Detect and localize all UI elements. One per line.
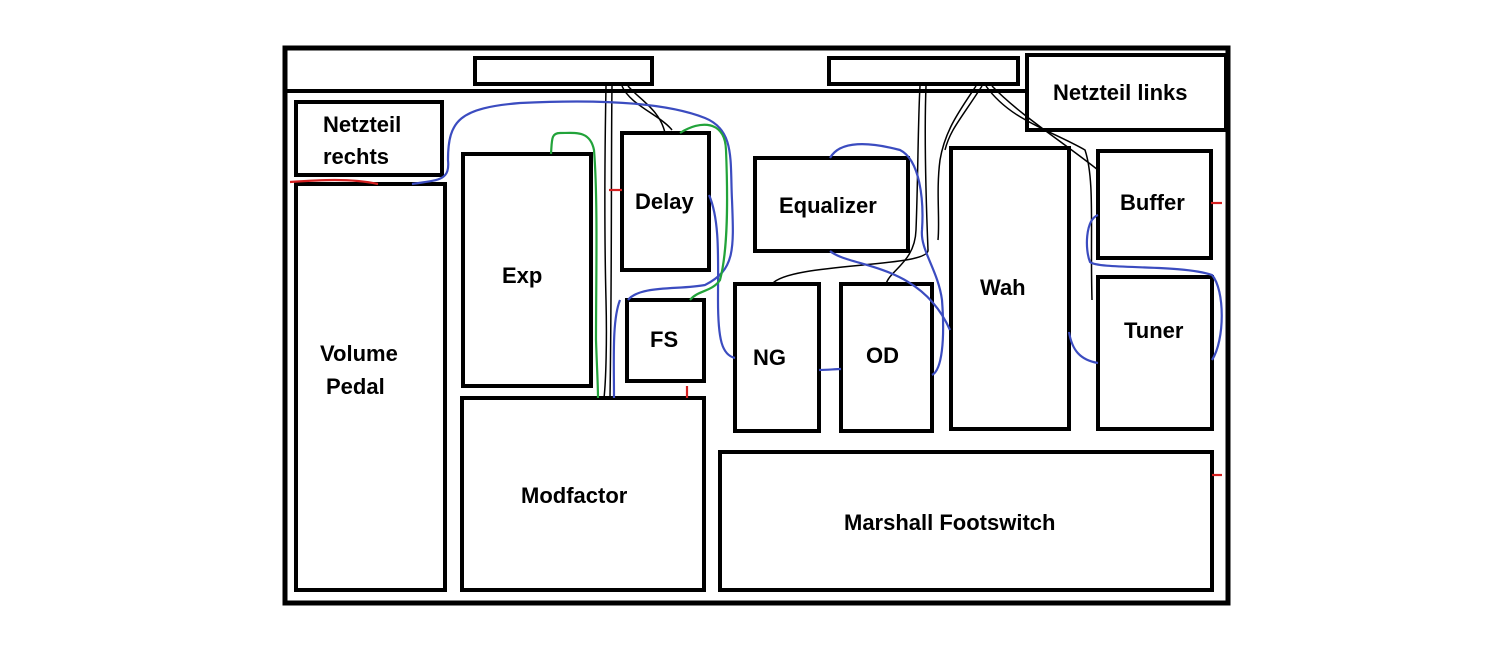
cable-modfactor-fs: [612, 299, 622, 399]
power-cable-modfactor-2: [609, 85, 613, 399]
board-frame: [282, 45, 1231, 606]
power-cable-buffer: [991, 85, 1099, 171]
exp-cable: [549, 123, 729, 399]
marshall-footswitch-label: Marshall Footswitch: [844, 510, 1055, 535]
od-label: OD: [866, 343, 899, 368]
buffer-label: Buffer: [1120, 190, 1185, 215]
jack-marks: [289, 178, 1222, 477]
tuner-box: [1096, 275, 1214, 431]
delay-label: Delay: [635, 189, 694, 214]
power-cable-delay-2: [621, 85, 673, 131]
power-cables: [603, 85, 1099, 399]
delay-box: [620, 131, 711, 272]
fs-box: [625, 298, 706, 383]
netzteil-rechts-label-line2: rechts: [323, 144, 389, 169]
power-cable-equalizer: [937, 85, 977, 241]
power-cable-wah: [944, 85, 983, 151]
ng-label: NG: [753, 345, 786, 370]
cable-buffer-to-tuner: [1085, 213, 1223, 361]
power-cable-ng: [771, 85, 929, 285]
equalizer-box: [753, 156, 910, 253]
netzteil-rechts-label-line1: Netzteil: [323, 112, 401, 137]
cable-delay-to-fs: [679, 123, 729, 301]
equalizer-label: Equalizer: [779, 193, 877, 218]
ng-box: [733, 282, 821, 433]
exp-label: Exp: [502, 263, 542, 288]
power-cable-od: [885, 85, 921, 285]
top-slot-left: [473, 56, 654, 86]
power-cable-tuner: [985, 85, 1093, 301]
tuner-label: Tuner: [1124, 318, 1184, 343]
volume-pedal-label-line1: Volume: [320, 341, 398, 366]
patch-cables: [411, 100, 1223, 399]
wah-box: [949, 146, 1071, 431]
cable-wah-to-tuner: [1067, 331, 1099, 365]
cable-exp-to-modfactor: [549, 131, 600, 399]
volume-pedal-label-line2: Pedal: [326, 374, 385, 399]
buffer-box: [1096, 149, 1213, 260]
power-cable-modfactor: [603, 85, 608, 399]
netzteil-links-label: Netzteil links: [1053, 80, 1187, 105]
cable-ng-to-od: [818, 367, 842, 372]
netzteil-rechts-box: [294, 100, 444, 177]
marshall-footswitch-box: [718, 450, 1214, 592]
cable-netzteil-to-fs: [411, 100, 734, 301]
wah-label: Wah: [980, 275, 1026, 300]
cable-equalizer-to-wah: [829, 250, 952, 331]
exp-box: [461, 152, 593, 388]
netzteil-links-box: [1025, 53, 1228, 132]
top-slot-right: [827, 56, 1020, 86]
cable-od-to-equalizer: [829, 143, 945, 376]
volume-pedal-box: [294, 182, 447, 592]
modfactor-label: Modfactor: [521, 483, 628, 508]
cable-delay-to-ng: [707, 194, 736, 360]
jack-mark-volume: [289, 178, 379, 186]
fs-label: FS: [650, 327, 678, 352]
modfactor-box: [460, 396, 706, 592]
